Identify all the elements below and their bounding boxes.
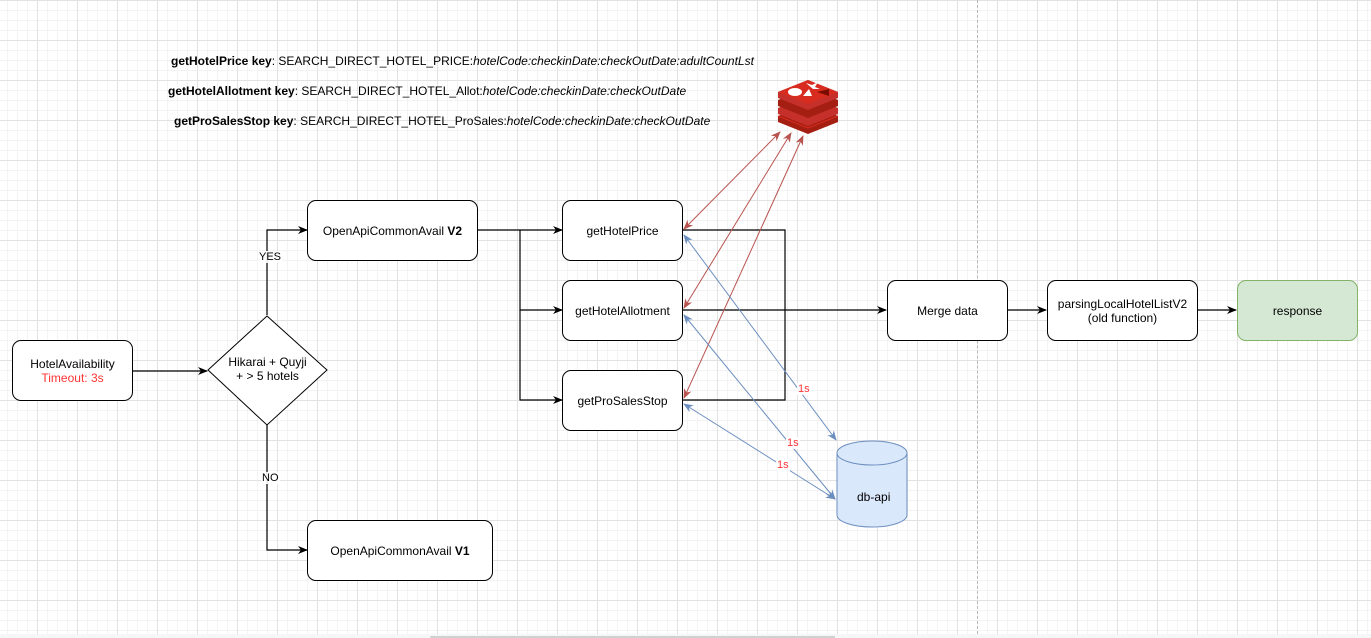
- edge-yes: [266, 226, 308, 315]
- get-pro-sales-stop-label: getProSalesStop: [577, 393, 668, 408]
- key-get-hotel-allotment: getHotelAllotment key: SEARCH_DIRECT_HOT…: [168, 84, 687, 98]
- response-label: response: [1272, 303, 1323, 318]
- v1-name: OpenApiCommonAvail: [330, 543, 455, 558]
- node-open-api-v2[interactable]: OpenApiCommonAvail V2: [307, 200, 478, 261]
- node-get-hotel-price[interactable]: getHotelPrice: [562, 200, 683, 261]
- db-api-label: db-api: [857, 490, 891, 504]
- key-get-hotel-price: getHotelPrice key: SEARCH_DIRECT_HOTEL_P…: [171, 54, 754, 68]
- node-get-hotel-allotment[interactable]: getHotelAllotment: [562, 280, 683, 341]
- parsing-title: parsingLocalHotelListV2: [1057, 296, 1188, 311]
- node-decision[interactable]: [207, 315, 328, 426]
- merge-data-label: Merge data: [917, 303, 978, 318]
- edge-label-db-timeout-allotment: 1s: [786, 437, 800, 449]
- edge-label-db-timeout-prosales: 1s: [776, 459, 790, 471]
- node-merge-data[interactable]: Merge data: [887, 280, 1008, 341]
- edge-v2-to-prosales: [519, 310, 563, 404]
- edge-price-to-merge-bus: [683, 229, 786, 401]
- edge-label-yes: YES: [258, 251, 283, 263]
- v1-version: V1: [454, 543, 470, 558]
- hotel-availability-title: HotelAvailability: [30, 356, 115, 371]
- horizontal-scrollbar-thumb[interactable]: [430, 636, 835, 638]
- db-api-cylinder[interactable]: [836, 440, 908, 528]
- get-hotel-allotment-label: getHotelAllotment: [575, 303, 670, 318]
- parsing-subtitle: (old function): [1087, 310, 1158, 325]
- edge-cache-price: [683, 131, 781, 230]
- v2-version: V2: [447, 223, 463, 238]
- node-hotel-availability[interactable]: HotelAvailability Timeout: 3s: [12, 340, 133, 401]
- edge-no: [266, 425, 308, 554]
- edge-label-no: NO: [261, 472, 280, 484]
- edge-db-price: [683, 234, 837, 441]
- redis-icon: [777, 80, 839, 134]
- edge-db-prosales: [683, 403, 836, 500]
- decision-label: Hikarai + Quyji + > 5 hotels: [228, 355, 307, 383]
- node-open-api-v1[interactable]: OpenApiCommonAvail V1: [307, 520, 493, 581]
- node-parsing[interactable]: parsingLocalHotelListV2 (old function): [1047, 280, 1198, 341]
- get-hotel-price-label: getHotelPrice: [586, 223, 659, 238]
- hotel-availability-timeout: Timeout: 3s: [41, 370, 104, 385]
- node-response[interactable]: response: [1237, 280, 1358, 341]
- node-get-pro-sales-stop[interactable]: getProSalesStop: [562, 370, 683, 431]
- v2-name: OpenApiCommonAvail: [322, 223, 448, 238]
- edge-db-allotment: [683, 314, 836, 500]
- edge-label-db-timeout-price: 1s: [797, 383, 811, 395]
- edge-v2-to-allotment: [519, 230, 563, 314]
- edge-cache-allotment: [683, 132, 792, 309]
- key-get-pro-sales-stop: getProSalesStop key: SEARCH_DIRECT_HOTEL…: [174, 114, 711, 128]
